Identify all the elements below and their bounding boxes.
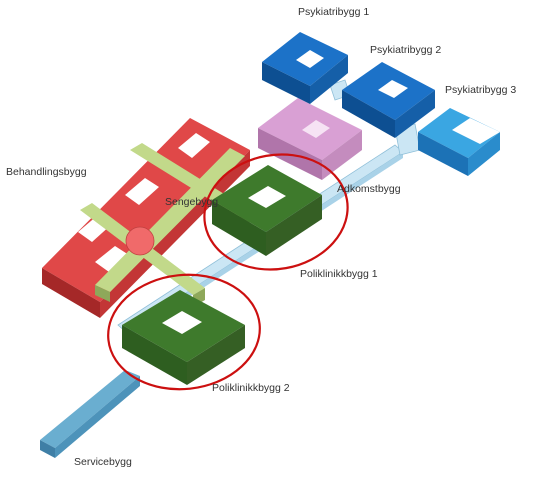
psykiatribygg-1-block xyxy=(262,32,348,104)
highlight-ring-poliklinikkbygg-1 xyxy=(203,153,349,271)
label-sengebygg: Sengebygg xyxy=(165,196,219,208)
psykiatribygg-3-block xyxy=(418,108,500,176)
label-servicebygg: Servicebygg xyxy=(74,456,132,468)
label-poliklinikkbygg-2: Poliklinikkbygg 2 xyxy=(212,382,290,394)
highlight-ring-poliklinikkbygg-2 xyxy=(107,273,261,391)
poliklinikkbygg-1-block xyxy=(212,165,322,256)
label-psykiatribygg-1: Psykiatribygg 1 xyxy=(298,6,370,18)
poliklinikkbygg-2-block xyxy=(122,290,245,385)
label-adkomstbygg: Adkomstbygg xyxy=(337,183,401,195)
label-poliklinikkbygg-1: Poliklinikkbygg 1 xyxy=(300,268,378,280)
central-atrium-circle xyxy=(125,226,155,256)
psykiatribygg-2-block xyxy=(342,62,435,138)
servicebygg-block xyxy=(40,370,140,458)
label-behandlingsbygg: Behandlingsbygg xyxy=(6,166,87,178)
label-psykiatribygg-3: Psykiatribygg 3 xyxy=(445,84,517,96)
label-psykiatribygg-2: Psykiatribygg 2 xyxy=(370,44,442,56)
